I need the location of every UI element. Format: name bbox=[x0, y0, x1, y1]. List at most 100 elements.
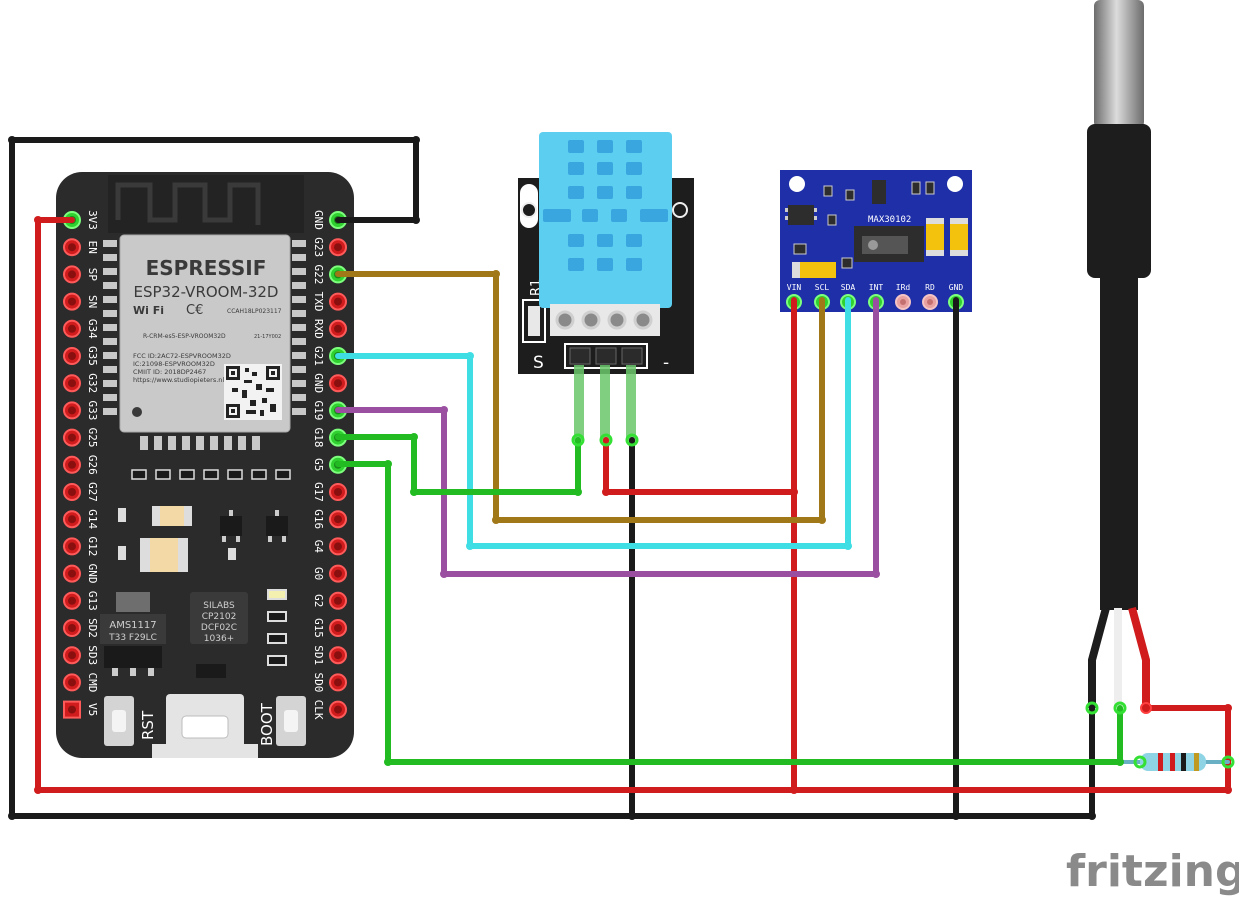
rst-button[interactable] bbox=[104, 696, 134, 746]
header-pin-label: CMD bbox=[86, 672, 99, 692]
header-pin-hole bbox=[68, 488, 76, 496]
regulator-chip: AMS1117 T33 F29LC bbox=[100, 592, 166, 676]
header-pin-label: G17 bbox=[312, 482, 325, 502]
header-pin-label: G27 bbox=[86, 482, 99, 502]
header-pin-hole bbox=[334, 596, 342, 605]
header-pin-label: TXD bbox=[312, 292, 325, 312]
website: https://www.studiopieters.nl bbox=[133, 376, 224, 384]
wire-ds18b20-data bbox=[335, 461, 1123, 765]
header-pin-label: SP bbox=[86, 268, 99, 282]
right-header: GNDG23G22TXDRXDG21GNDG19G18G5G17G16G4G0G… bbox=[312, 210, 347, 720]
header-pin-label: 3V3 bbox=[86, 210, 99, 230]
header-pin-hole bbox=[68, 433, 76, 442]
micro-usb-port[interactable] bbox=[152, 694, 258, 758]
kc-code: 21-17Y002 bbox=[254, 334, 281, 340]
header-pin-label: SN bbox=[86, 295, 99, 308]
header-pin-label: G16 bbox=[312, 509, 325, 529]
usb-chip-line2: CP2102 bbox=[202, 612, 237, 622]
header-pin-label: G5 bbox=[312, 458, 325, 471]
header-pin-label: G32 bbox=[86, 373, 99, 393]
header-pin-label: SD3 bbox=[86, 645, 99, 665]
ce-mark: C€ bbox=[186, 303, 203, 318]
header-pin-hole bbox=[334, 569, 342, 578]
header-pin-hole bbox=[68, 352, 76, 360]
header-pin-label: G12 bbox=[86, 536, 99, 556]
smd-components bbox=[118, 469, 291, 678]
header-pin-label: CLK bbox=[312, 700, 325, 720]
header-pin-hole bbox=[334, 515, 342, 524]
dht11-s-label: S bbox=[533, 353, 544, 373]
boot-button[interactable] bbox=[276, 696, 306, 746]
dht11-sensor-body bbox=[539, 132, 672, 308]
header-pin-hole bbox=[68, 569, 76, 578]
usb-chip-line3: DCF02C bbox=[201, 623, 237, 633]
header-pin-label: G13 bbox=[86, 591, 99, 611]
header-pin-hole bbox=[334, 542, 342, 551]
cmiit-id: CMIIT ID: 2018DP2467 bbox=[133, 368, 206, 376]
regulator-line2: T33 F29LC bbox=[108, 633, 157, 643]
ce-code: CCAH18LP023117 bbox=[227, 308, 282, 315]
header-pin-label: G15 bbox=[312, 618, 325, 638]
header-pin-hole bbox=[334, 624, 342, 632]
header-pin-hole bbox=[334, 488, 342, 496]
header-pin-hole bbox=[68, 678, 76, 687]
header-pin-label: GND bbox=[86, 564, 99, 584]
header-pin-label: G22 bbox=[312, 264, 325, 284]
header-pin-hole bbox=[334, 651, 342, 660]
header-pin-hole bbox=[68, 324, 76, 333]
header-pin-hole bbox=[68, 542, 76, 551]
fritzing-watermark: fritzing bbox=[1066, 846, 1239, 897]
header-pin-hole bbox=[334, 705, 342, 714]
header-pin-hole bbox=[334, 678, 342, 687]
header-pin-hole bbox=[68, 297, 76, 306]
header-pin-label: G35 bbox=[86, 346, 99, 366]
header-pin-label: G25 bbox=[86, 428, 99, 448]
fcc-id: FCC ID:2AC72-ESPVROOM32D bbox=[133, 352, 231, 360]
header-pin-label: RXD bbox=[312, 319, 325, 339]
header-pin-label: G26 bbox=[86, 455, 99, 475]
usb-chip-line4: 1036+ bbox=[204, 634, 234, 644]
header-pin-label: EN bbox=[86, 241, 99, 254]
rst-label: RST bbox=[139, 710, 157, 740]
header-pin-hole bbox=[68, 596, 76, 605]
max-pin-label: RD bbox=[925, 283, 935, 292]
regulator-line1: AMS1117 bbox=[109, 620, 156, 631]
header-pin-hole bbox=[68, 379, 76, 388]
header-pin-hole bbox=[68, 624, 76, 632]
header-pin-label: SD0 bbox=[312, 672, 325, 692]
header-pin-hole bbox=[334, 243, 342, 252]
boot-label: BOOT bbox=[258, 702, 276, 746]
header-pin-hole bbox=[334, 324, 342, 333]
max30102-chip-label: MAX30102 bbox=[868, 215, 911, 225]
header-pin-hole bbox=[68, 460, 76, 469]
dht11-minus-label: - bbox=[663, 353, 669, 373]
left-header: 3V3ENSPSNG34G35G32G33G25G26G27G14G12GNDG… bbox=[63, 210, 99, 719]
header-pin-label: V5 bbox=[86, 703, 99, 716]
header-pin-label: G0 bbox=[312, 567, 325, 580]
dht11-pins bbox=[574, 365, 636, 441]
header-pin-label: GND bbox=[312, 373, 325, 393]
header-pin-label: G33 bbox=[86, 400, 99, 420]
header-pin-hole bbox=[68, 406, 76, 415]
header-pin-label: G19 bbox=[312, 400, 325, 420]
wire-3v3 bbox=[35, 217, 1231, 793]
header-pin-label: SD2 bbox=[86, 618, 99, 638]
kc-cert: R-CRM-es5-ESP-VROOM32D bbox=[143, 333, 226, 340]
max-pin-label: IRd bbox=[896, 283, 911, 292]
header-pin-label: G23 bbox=[312, 237, 325, 257]
header-pin-label: G18 bbox=[312, 428, 325, 448]
header-pin-hole bbox=[334, 297, 342, 306]
max-pin-label: SDA bbox=[841, 283, 856, 292]
max-pin-hole bbox=[927, 299, 933, 305]
usb-uart-chip: SILABS CP2102 DCF02C 1036+ bbox=[190, 592, 248, 644]
header-pin-hole bbox=[68, 270, 76, 279]
module-pads bbox=[103, 240, 306, 450]
usb-chip-line1: SILABS bbox=[203, 601, 235, 611]
header-pin-label: GND bbox=[312, 210, 325, 230]
dht11-module: R1 S - bbox=[518, 132, 694, 441]
header-pin-label: G4 bbox=[312, 540, 325, 554]
header-pin-hole bbox=[334, 379, 342, 388]
module-brand: ESPRESSIF bbox=[146, 256, 267, 280]
